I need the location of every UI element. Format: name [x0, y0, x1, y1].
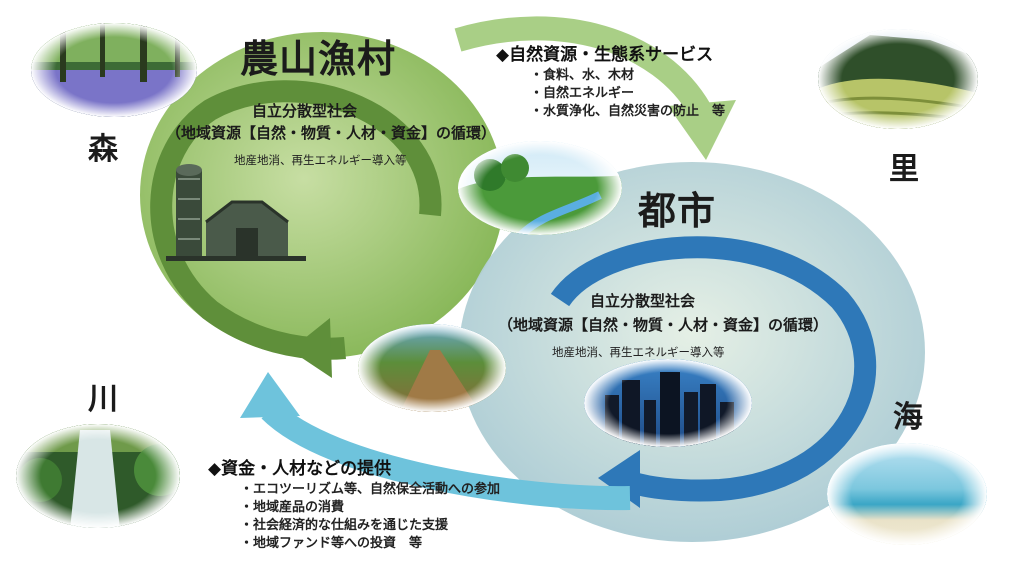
rural-cycle-arrowhead — [290, 318, 332, 378]
urban-title: 都市 — [638, 189, 717, 233]
river-label: 川 — [88, 382, 118, 417]
list-item: ・地域ファンド等への投資 等 — [240, 536, 423, 551]
list-item: ・食料、水、木材 — [530, 68, 635, 83]
farm-illustration — [166, 164, 306, 261]
urban-cycle-arrow — [550, 236, 877, 502]
sea-label: 海 — [893, 400, 923, 435]
rural-title: 農山漁村 — [240, 37, 397, 81]
support-flow-arrow — [261, 401, 631, 511]
road-photo — [358, 324, 506, 412]
forest-label: 森 — [88, 132, 118, 167]
rural-initiatives: 地産地消、再生エネルギー導入等 — [234, 153, 407, 167]
nature-flow-arrow — [454, 16, 711, 117]
nature-services: ◆自然資源・生態系サービス ・食料、水、木材 ・自然エネルギー ・水質浄化、自然… — [496, 40, 725, 121]
sea-photo — [827, 443, 987, 545]
support-flow-arrowhead — [240, 372, 300, 418]
rural-circle — [140, 32, 504, 358]
list-item: ・水質浄化、自然災害の防止 等 — [530, 104, 726, 119]
nature-flow-arrowhead — [668, 100, 736, 160]
village-label: 里 — [889, 152, 919, 187]
list-item: ・エコツーリズム等、自然保全活動への参加 — [240, 482, 501, 497]
list-item: ・社会経済的な仕組みを通じた支援 — [240, 518, 449, 533]
landscape-photo — [458, 141, 622, 235]
urban-circle — [459, 162, 925, 542]
nature-services-heading: ◆自然資源・生態系サービス — [496, 45, 714, 65]
rural-society: 自立分散型社会 — [252, 102, 358, 120]
list-item: ・自然エネルギー — [530, 86, 635, 101]
urban-society: 自立分散型社会 — [590, 292, 696, 310]
city-photo — [584, 359, 752, 447]
list-item: ・地域産品の消費 — [240, 500, 345, 515]
nature-services-list: ・食料、水、木材 ・自然エネルギー ・水質浄化、自然災害の防止 等 — [530, 67, 725, 121]
urban-support-list: ・エコツーリズム等、自然保全活動への参加 ・地域産品の消費 ・社会経済的な仕組み… — [240, 481, 500, 553]
village-photo — [818, 29, 978, 129]
urban-initiatives: 地産地消、再生エネルギー導入等 — [552, 345, 725, 359]
urban-support-heading: ◆資金・人材などの提供 — [208, 459, 392, 479]
river-photo — [16, 424, 180, 528]
urban-support: ◆資金・人材などの提供 ・エコツーリズム等、自然保全活動への参加 ・地域産品の消… — [208, 454, 500, 553]
urban-cycle: （地域資源【自然・物質・人材・資金】の循環） — [498, 316, 829, 334]
rural-cycle-arrow — [150, 80, 442, 360]
rural-cycle: （地域資源【自然・物質・人材・資金】の循環） — [166, 124, 497, 142]
